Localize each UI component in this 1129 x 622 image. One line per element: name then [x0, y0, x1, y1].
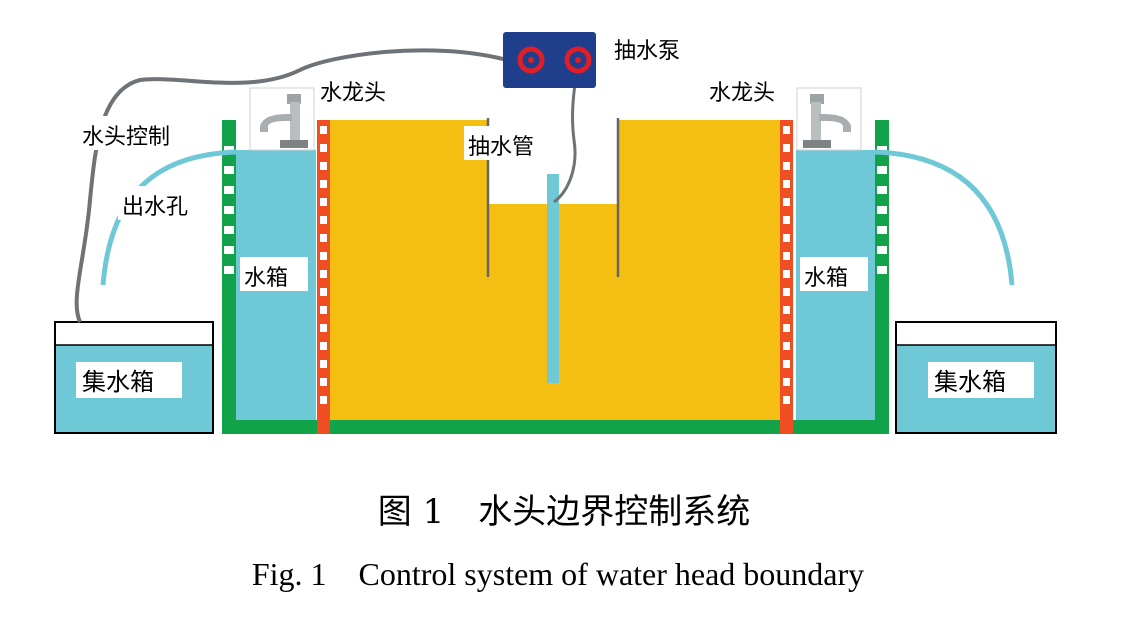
wall-perforation: [783, 216, 790, 224]
wall-perforation: [783, 360, 790, 368]
wall-perforation: [783, 270, 790, 278]
faucet-icon: [249, 87, 315, 151]
wall-perforation: [320, 324, 327, 332]
label-tank-left: 水箱: [244, 266, 288, 291]
wall-perforation: [783, 162, 790, 170]
label-outlet-hole: 出水孔: [122, 195, 188, 220]
outlet-hole: [224, 206, 234, 214]
label-collector-right: 集水箱: [934, 368, 1006, 396]
wall-perforation: [320, 378, 327, 386]
wall-perforation: [320, 396, 327, 404]
wall-perforation: [783, 396, 790, 404]
wall-perforation: [783, 306, 790, 314]
outlet-hole: [877, 246, 887, 254]
label-head-control: 水头控制: [82, 125, 170, 150]
wall-perforation: [320, 162, 327, 170]
wall-perforation: [783, 324, 790, 332]
wall-perforation: [320, 288, 327, 296]
outlet-stream-right: [874, 149, 1015, 286]
wall-perforation: [783, 198, 790, 206]
wall-perforation: [320, 180, 327, 188]
label-tank-right: 水箱: [804, 266, 848, 291]
wall-perforation: [783, 378, 790, 386]
label-faucet-right: 水龙头: [709, 81, 775, 106]
wall-perforation: [320, 342, 327, 350]
wall-perforation: [783, 234, 790, 242]
wall-perforation: [320, 270, 327, 278]
pumping-pipe: [547, 174, 559, 383]
wall-perforation: [320, 306, 327, 314]
outlet-hole: [877, 206, 887, 214]
outlet-hole: [224, 226, 234, 234]
wall-perforation: [783, 288, 790, 296]
wall-perforation: [320, 216, 327, 224]
wall-perforation: [783, 252, 790, 260]
wall-perforation: [783, 342, 790, 350]
hose-head-control: [74, 48, 508, 323]
outlet-hole: [877, 166, 887, 174]
perforated-wall-left: [317, 120, 330, 434]
outlet-hole: [224, 246, 234, 254]
outlet-hole: [224, 166, 234, 174]
wall-perforation: [783, 126, 790, 134]
wall-perforation: [320, 360, 327, 368]
wall-perforation: [320, 252, 327, 260]
wall-perforation: [320, 198, 327, 206]
label-pipe: 抽水管: [468, 135, 534, 160]
perforated-wall-right: [780, 120, 793, 434]
faucet-icon: [796, 87, 862, 151]
label-faucet-left: 水龙头: [320, 81, 386, 106]
outlet-hole: [877, 186, 887, 194]
outlet-hole: [224, 186, 234, 194]
green-frame: [222, 120, 889, 434]
outlet-hole: [877, 266, 887, 274]
caption-chinese: 图 1 水头边界控制系统: [378, 492, 750, 532]
wall-perforation: [320, 234, 327, 242]
wall-perforation: [320, 144, 327, 152]
label-pump: 抽水泵: [614, 39, 680, 64]
outlet-hole: [877, 226, 887, 234]
wall-perforation: [320, 126, 327, 134]
wall-perforation: [783, 144, 790, 152]
outlet-hole: [224, 266, 234, 274]
wall-perforation: [783, 180, 790, 188]
label-boxes: [76, 30, 1034, 398]
caption-english: Fig. 1 Control system of water head boun…: [252, 556, 864, 592]
pump-icon: [503, 32, 596, 88]
label-collector-left: 集水箱: [82, 368, 154, 396]
